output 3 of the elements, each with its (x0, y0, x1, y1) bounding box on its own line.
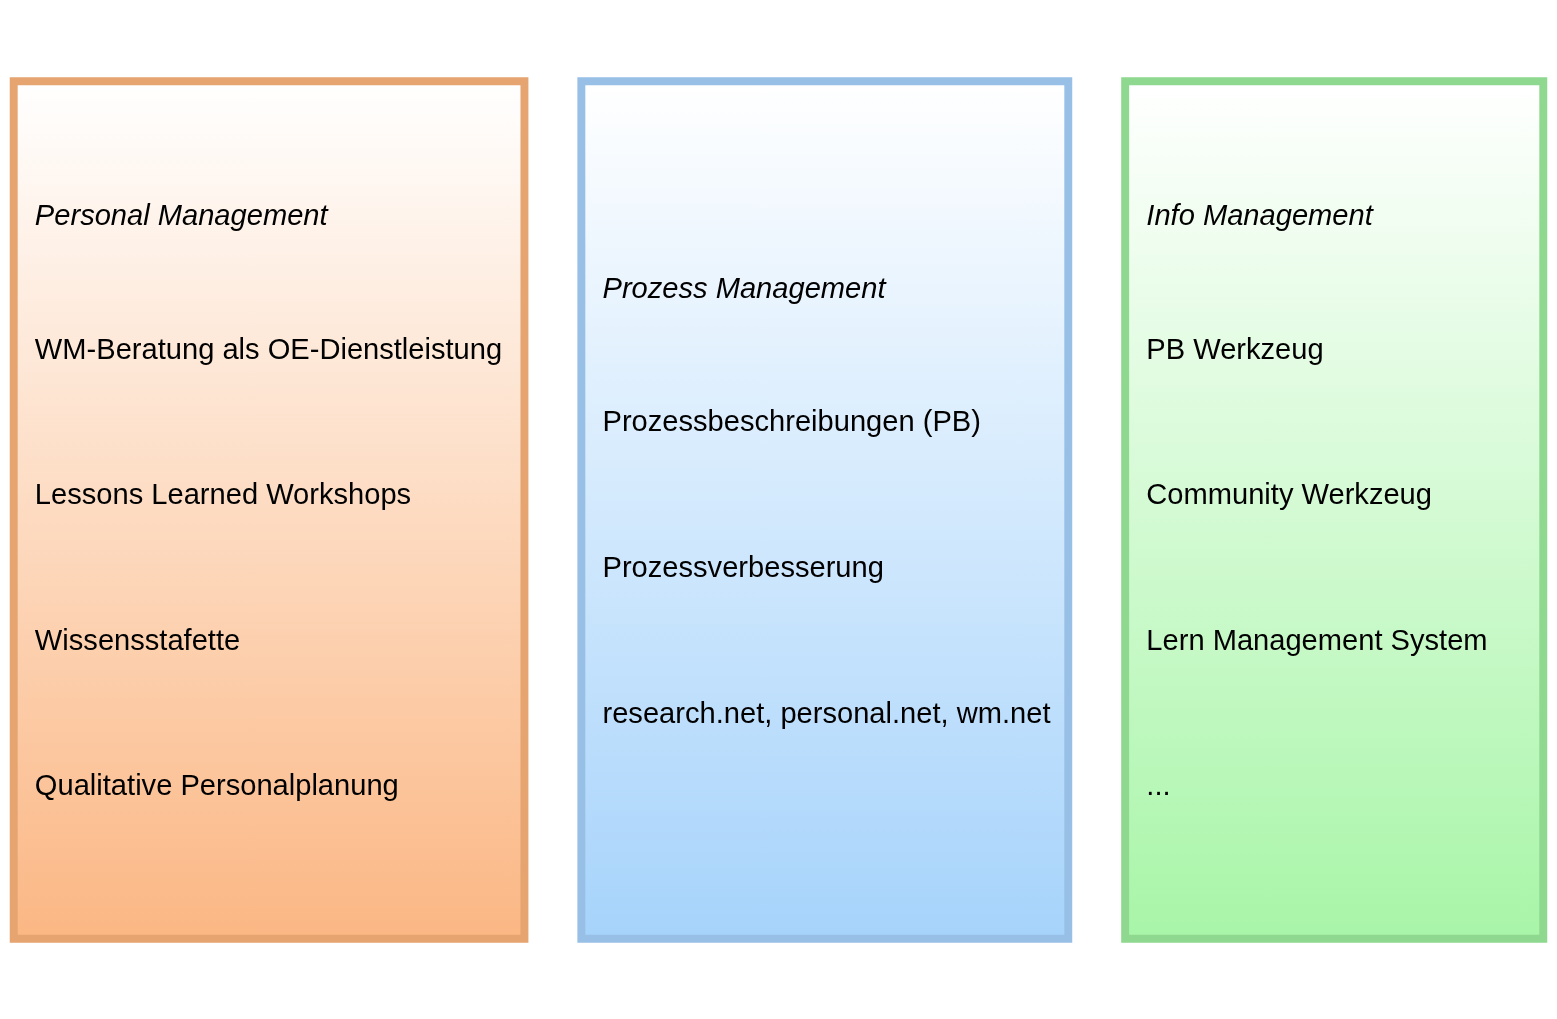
node-box: Info Management PB Werkzeug Community Werkzeug Lern Management System ... (1121, 76, 1548, 943)
node-box: Prozess Management Prozessbeschreibungen (PB) Prozessverbesserung research.net, personal.net, wm.net (577, 76, 1073, 943)
node-box: Personal Management WM-Beratung als OE-Dienstleistung Lessons Learned Workshops Wissensstafette Qualitative Personalplanung (9, 76, 529, 943)
